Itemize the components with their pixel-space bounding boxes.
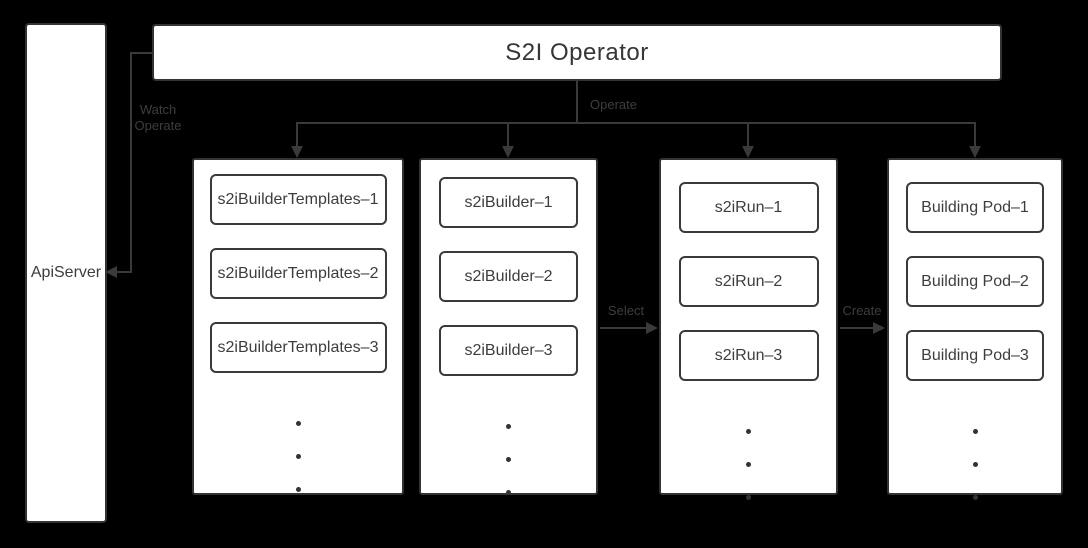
arrowhead-left-icon bbox=[105, 266, 117, 278]
node-s2i-builder-templates-1: s2iBuilderTemplates–1 bbox=[209, 174, 387, 225]
ellipsis-dot bbox=[972, 462, 978, 467]
node-s2i-run-1: s2iRun–1 bbox=[678, 182, 819, 233]
operate-connector-bus bbox=[296, 122, 976, 124]
node-building-pod-3: Building Pod–3 bbox=[906, 330, 1044, 381]
ellipsis-dot bbox=[972, 429, 978, 434]
arrowhead-down-icon bbox=[502, 146, 514, 158]
group-building-pod: Building Pod–1 Building Pod–2 Building P… bbox=[887, 158, 1063, 500]
watch-connector-segment bbox=[115, 271, 132, 273]
operate-drop-segment bbox=[747, 122, 749, 148]
node-s2i-builder-templates-2: s2iBuilderTemplates–2 bbox=[209, 248, 387, 299]
watch-label-line1: Watch bbox=[139, 102, 177, 117]
operate-drop-segment bbox=[507, 122, 509, 148]
ellipsis-dot bbox=[295, 487, 301, 492]
ellipsis-dot bbox=[746, 495, 751, 500]
select-label: Select bbox=[607, 303, 645, 318]
ellipsis-dot bbox=[295, 421, 301, 426]
arrowhead-right-icon bbox=[873, 322, 885, 334]
ellipsis-dot bbox=[746, 462, 751, 467]
create-connector-segment bbox=[840, 327, 875, 329]
ellipsis-dot bbox=[746, 429, 751, 434]
group-s2i-builder: s2iBuilder–1 s2iBuilder–2 s2iBuilder–3 bbox=[419, 158, 598, 495]
watch-connector-segment bbox=[130, 52, 153, 54]
node-building-pod-2: Building Pod–2 bbox=[906, 256, 1044, 307]
operate-drop-segment bbox=[296, 122, 298, 148]
ellipsis-dot bbox=[295, 454, 301, 459]
ellipsis-dots bbox=[506, 424, 511, 495]
node-s2i-builder-1: s2iBuilder–1 bbox=[439, 177, 578, 228]
group-s2i-run: s2iRun–1 s2iRun–2 s2iRun–3 bbox=[659, 158, 838, 500]
watch-operate-label: Watch Operate bbox=[128, 102, 188, 134]
arrowhead-down-icon bbox=[291, 146, 303, 158]
operate-label: Operate bbox=[590, 97, 637, 112]
diagram-title: S2I Operator bbox=[505, 38, 649, 66]
api-server-box: ApiServer bbox=[25, 23, 107, 523]
watch-connector-segment bbox=[130, 52, 132, 272]
create-label: Create bbox=[842, 303, 882, 318]
arrowhead-down-icon bbox=[742, 146, 754, 158]
arrowhead-down-icon bbox=[969, 146, 981, 158]
arrowhead-right-icon bbox=[646, 322, 658, 334]
node-s2i-builder-3: s2iBuilder–3 bbox=[439, 325, 578, 376]
select-connector-segment bbox=[600, 327, 648, 329]
node-building-pod-1: Building Pod–1 bbox=[906, 182, 1044, 233]
api-server-label: ApiServer bbox=[30, 264, 102, 281]
node-s2i-builder-templates-3: s2iBuilderTemplates–3 bbox=[209, 322, 387, 373]
node-s2i-builder-2: s2iBuilder–2 bbox=[439, 251, 578, 302]
ellipsis-dot bbox=[506, 424, 511, 429]
node-s2i-run-3: s2iRun–3 bbox=[678, 330, 819, 381]
node-s2i-run-2: s2iRun–2 bbox=[678, 256, 819, 307]
ellipsis-dot bbox=[506, 490, 511, 495]
ellipsis-dots bbox=[746, 429, 751, 500]
ellipsis-dot bbox=[506, 457, 511, 462]
group-s2i-builder-templates: s2iBuilderTemplates–1 s2iBuilderTemplate… bbox=[192, 158, 404, 495]
watch-label-line2: Operate bbox=[134, 118, 182, 133]
ellipsis-dot bbox=[972, 495, 978, 500]
operate-drop-segment bbox=[974, 122, 976, 148]
operate-connector-feed bbox=[576, 81, 578, 123]
s2i-operator-box: S2I Operator bbox=[152, 24, 1002, 81]
ellipsis-dots bbox=[972, 429, 978, 500]
ellipsis-dots bbox=[295, 421, 301, 492]
